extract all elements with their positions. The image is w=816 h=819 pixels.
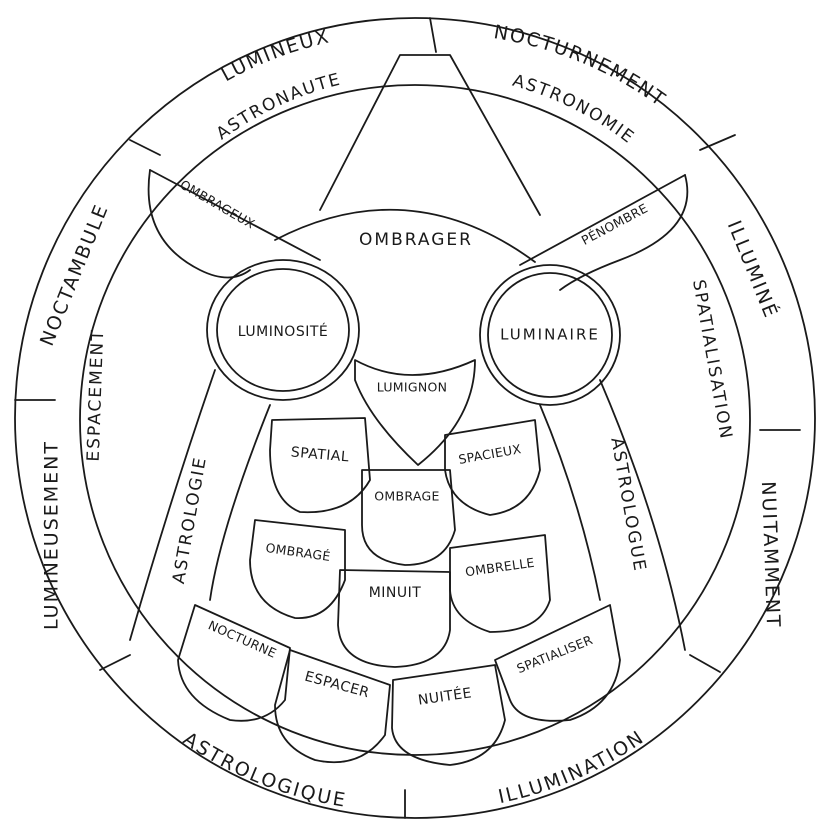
- word-astrologique: ASTROLOGIQUE: [179, 727, 348, 811]
- divider-top-left: [130, 140, 160, 155]
- outer-circle: [15, 18, 815, 818]
- feather-nuitee: [392, 665, 505, 765]
- body-left-inner: [210, 405, 270, 600]
- word-lumignon: LUMIGNON: [377, 380, 448, 395]
- word-noctambule: NOCTAMBULE: [36, 200, 113, 349]
- hat-triangle: [320, 55, 540, 215]
- word-nuitamment: NUITAMMENT: [757, 481, 784, 629]
- word-ombrager: OMBRAGER: [359, 230, 473, 250]
- word-nocturne: NOCTURNE: [206, 617, 279, 660]
- divider-bottom-left: [100, 655, 130, 670]
- body-right-inner: [540, 405, 600, 600]
- divider-bottom-right: [690, 655, 720, 672]
- word-minuit: MINUIT: [369, 585, 422, 601]
- word-espacement: ESPACEMENT: [84, 328, 109, 462]
- wheel-structure: [15, 18, 815, 818]
- word-spatialiser: SPATIALISER: [514, 632, 594, 676]
- owl-labels: OMBRAGER OMBRAGEUX PÉNOMBRE LUMINOSITÉ L…: [169, 177, 650, 586]
- feather-spacieux: [445, 420, 540, 515]
- owl-beak: [355, 360, 475, 465]
- word-astrologie: ASTROLOGIE: [169, 455, 211, 586]
- word-lumineusement: LUMINEUSEMENT: [41, 440, 63, 630]
- feather-ombrage-e: [250, 520, 345, 618]
- divider-top: [430, 18, 436, 52]
- word-espacer: ESPACER: [303, 669, 371, 702]
- body-right-outer: [600, 380, 685, 650]
- inner-ring-labels: ASTRONAUTE ASTRONOMIE SPATIALISATION ESP…: [84, 69, 736, 461]
- outer-ring-labels: LUMINEUX NOCTURNEMENT ILLUMINÉ NUITAMMEN…: [36, 21, 784, 812]
- feather-nocturne: [178, 605, 290, 721]
- word-ombrelle: OMBRELLE: [464, 555, 535, 580]
- word-luminosite: LUMINOSITÉ: [238, 323, 328, 340]
- owl-hat: [320, 55, 540, 215]
- feather-ombrage: [362, 470, 455, 565]
- word-illumine: ILLUMINÉ: [723, 217, 783, 322]
- word-luminaire: LUMINAIRE: [500, 326, 600, 344]
- feather-spatial: [270, 418, 370, 512]
- word-ombrage: OMBRAGE: [374, 489, 439, 504]
- right-ear-top: [520, 175, 685, 265]
- word-penombre: PÉNOMBRE: [579, 200, 650, 248]
- word-ombrageux: OMBRAGEUX: [177, 177, 257, 232]
- feather-ombrelle: [450, 535, 550, 632]
- word-astrologue: ASTROLOGUE: [606, 436, 649, 574]
- word-spacieux: SPACIEUX: [457, 441, 522, 467]
- word-ombrage-e: OMBRAGÉ: [265, 540, 332, 564]
- word-spatial: SPATIAL: [290, 444, 350, 465]
- word-nuitee: NUITÉE: [417, 684, 473, 708]
